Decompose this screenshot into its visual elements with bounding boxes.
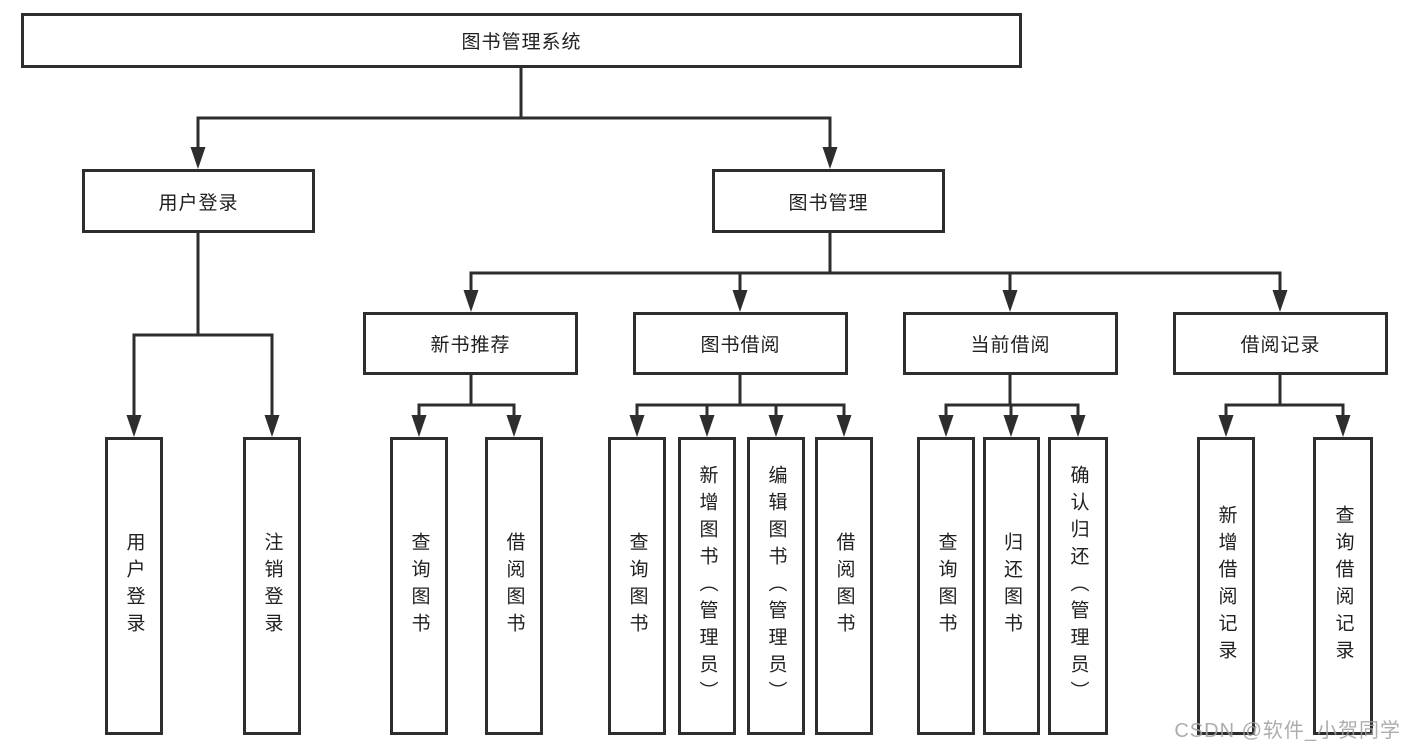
leaf-user-login: 用户登录	[105, 437, 163, 735]
node-book-management: 图书管理	[712, 169, 945, 233]
node-library-management-system: 图书管理系统	[21, 13, 1022, 68]
leaf-newrec-borrow-books: 借阅图书	[485, 437, 543, 735]
leaf-borrowing-query-books: 查询图书	[608, 437, 666, 735]
node-current-borrowing: 当前借阅	[903, 312, 1118, 375]
node-user-login: 用户登录	[82, 169, 315, 233]
watermark-text: CSDN @软件_小贺同学	[1174, 720, 1401, 742]
connector-records-children	[1224, 375, 1345, 418]
leaf-current-confirm-return-admin: 确认归还（管理员）	[1048, 437, 1108, 735]
arrowheads	[126, 147, 1351, 437]
leaf-records-query-record: 查询借阅记录	[1313, 437, 1373, 735]
connector-current-children	[944, 375, 1080, 418]
connector-new-rec-children	[417, 375, 516, 418]
node-book-borrowing: 图书借阅	[633, 312, 848, 375]
leaf-logout: 注销登录	[243, 437, 301, 735]
connector-user-login-children	[132, 233, 274, 418]
leaf-current-query-books: 查询图书	[917, 437, 975, 735]
leaf-borrowing-edit-books-admin: 编辑图书（管理员）	[747, 437, 805, 735]
connector-book-mgmt-children	[469, 233, 1282, 292]
node-borrowing-records: 借阅记录	[1173, 312, 1388, 375]
leaf-records-add-record: 新增借阅记录	[1197, 437, 1255, 735]
leaf-borrowing-add-books-admin: 新增图书（管理员）	[678, 437, 736, 735]
node-new-book-recommend: 新书推荐	[363, 312, 578, 375]
connector-borrowing-children	[635, 375, 846, 418]
leaf-borrowing-borrow-books: 借阅图书	[815, 437, 873, 735]
leaf-newrec-query-books: 查询图书	[390, 437, 448, 735]
leaf-current-return-books: 归还图书	[983, 437, 1040, 735]
connector-root-to-level2	[196, 66, 832, 150]
